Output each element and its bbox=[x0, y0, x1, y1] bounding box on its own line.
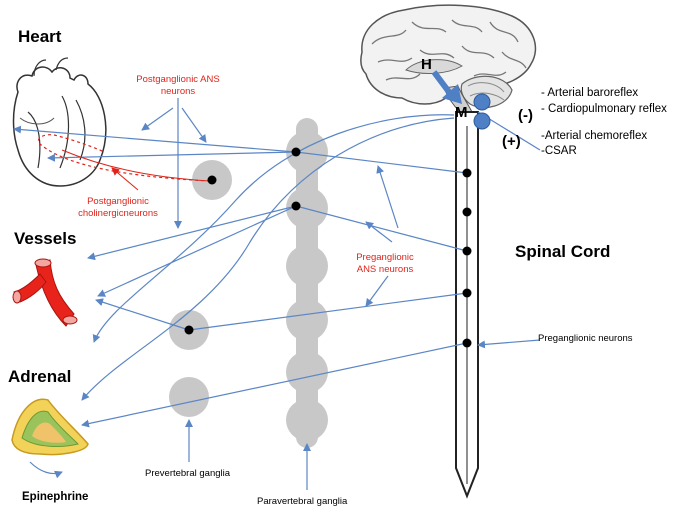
cholinergic-pathway bbox=[37, 134, 211, 191]
excitatory-sign: (+) bbox=[502, 133, 521, 150]
preganglionic-ans-pointer-mid bbox=[365, 221, 393, 243]
preganglionic-neurons-pointer bbox=[477, 339, 541, 349]
vessels-label: Vessels bbox=[14, 229, 77, 248]
preganglionic-neurons-label: Preganglionic neurons bbox=[538, 333, 633, 344]
brain-h-label: H bbox=[421, 56, 432, 73]
paravertebral-ganglia-label: Paravertebral ganglia bbox=[257, 496, 348, 507]
arterial-baroreflex-label: - Arterial baroreflex bbox=[541, 87, 639, 99]
brain-m-label: M bbox=[455, 104, 468, 121]
heart-illustration bbox=[12, 57, 107, 187]
nerve-connections bbox=[13, 98, 541, 490]
inhibitory-sign: (-) bbox=[518, 107, 533, 124]
preganglionic-line-1 bbox=[295, 151, 468, 174]
postganglionic-cholinergic-label: Postganglionic cholinergicneurons bbox=[78, 196, 158, 219]
cardiopulmonary-reflex-label: - Cardiopulmonary reflex bbox=[541, 103, 667, 115]
postganglionic-ans-pointer-right bbox=[181, 107, 207, 143]
csar-label: -CSAR bbox=[541, 145, 577, 157]
postganglionic-line-vessel-2 bbox=[97, 205, 297, 297]
paravertebral-chain bbox=[286, 118, 328, 448]
adrenal-illustration bbox=[11, 398, 89, 456]
descending-pathway-curve-1 bbox=[92, 114, 455, 343]
epinephrine-arrow bbox=[29, 461, 63, 479]
descending-pathway-curve-2 bbox=[81, 117, 455, 401]
prevertebral-line-vessel bbox=[95, 298, 190, 331]
epinephrine-label: Epinephrine bbox=[22, 491, 89, 503]
postganglionic-line-heart-2 bbox=[47, 151, 297, 162]
prevertebral-ganglia-label: Prevertebral ganglia bbox=[145, 468, 231, 479]
preganglionic-line-2 bbox=[295, 205, 468, 252]
adrenal-label: Adrenal bbox=[8, 367, 72, 386]
neuron-dots bbox=[184, 147, 472, 348]
spinal-cord bbox=[455, 111, 479, 499]
spinal-cord-label: Spinal Cord bbox=[515, 242, 611, 261]
brain-markers bbox=[431, 70, 491, 130]
preganglionic-ans-pointer-up bbox=[376, 165, 399, 229]
postganglionic-ans-pointer-left bbox=[141, 107, 174, 131]
postganglionic-ans-label: Postganglionic ANS neurons bbox=[136, 74, 220, 97]
preganglionic-ans-label: Preganglionic ANS neurons bbox=[356, 252, 414, 275]
preganglionic-line-3 bbox=[188, 292, 468, 331]
postganglionic-line-vessel-1 bbox=[87, 205, 297, 261]
vessel-illustration bbox=[12, 258, 78, 327]
preganglionic-line-adrenal bbox=[81, 342, 468, 428]
preganglionic-ans-pointer-down bbox=[365, 275, 389, 307]
arterial-chemoreflex-label: -Arterial chemoreflex bbox=[541, 130, 648, 142]
heart-label: Heart bbox=[18, 27, 62, 46]
postganglionic-line-heart-1 bbox=[13, 125, 297, 153]
